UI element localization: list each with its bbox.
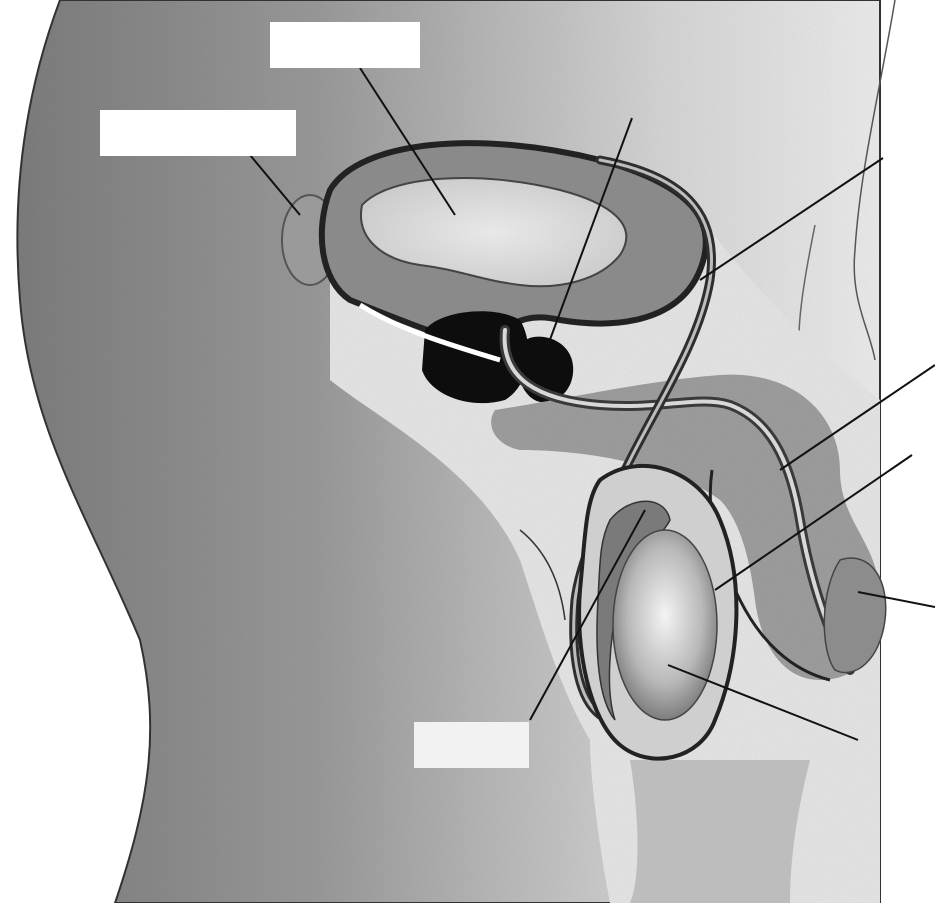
testis — [613, 530, 717, 720]
leg-shadow — [630, 760, 810, 903]
label-box-epididymis — [414, 722, 529, 768]
label-box-bladder — [270, 22, 420, 68]
label-box-seminal-vesicle — [100, 110, 296, 156]
